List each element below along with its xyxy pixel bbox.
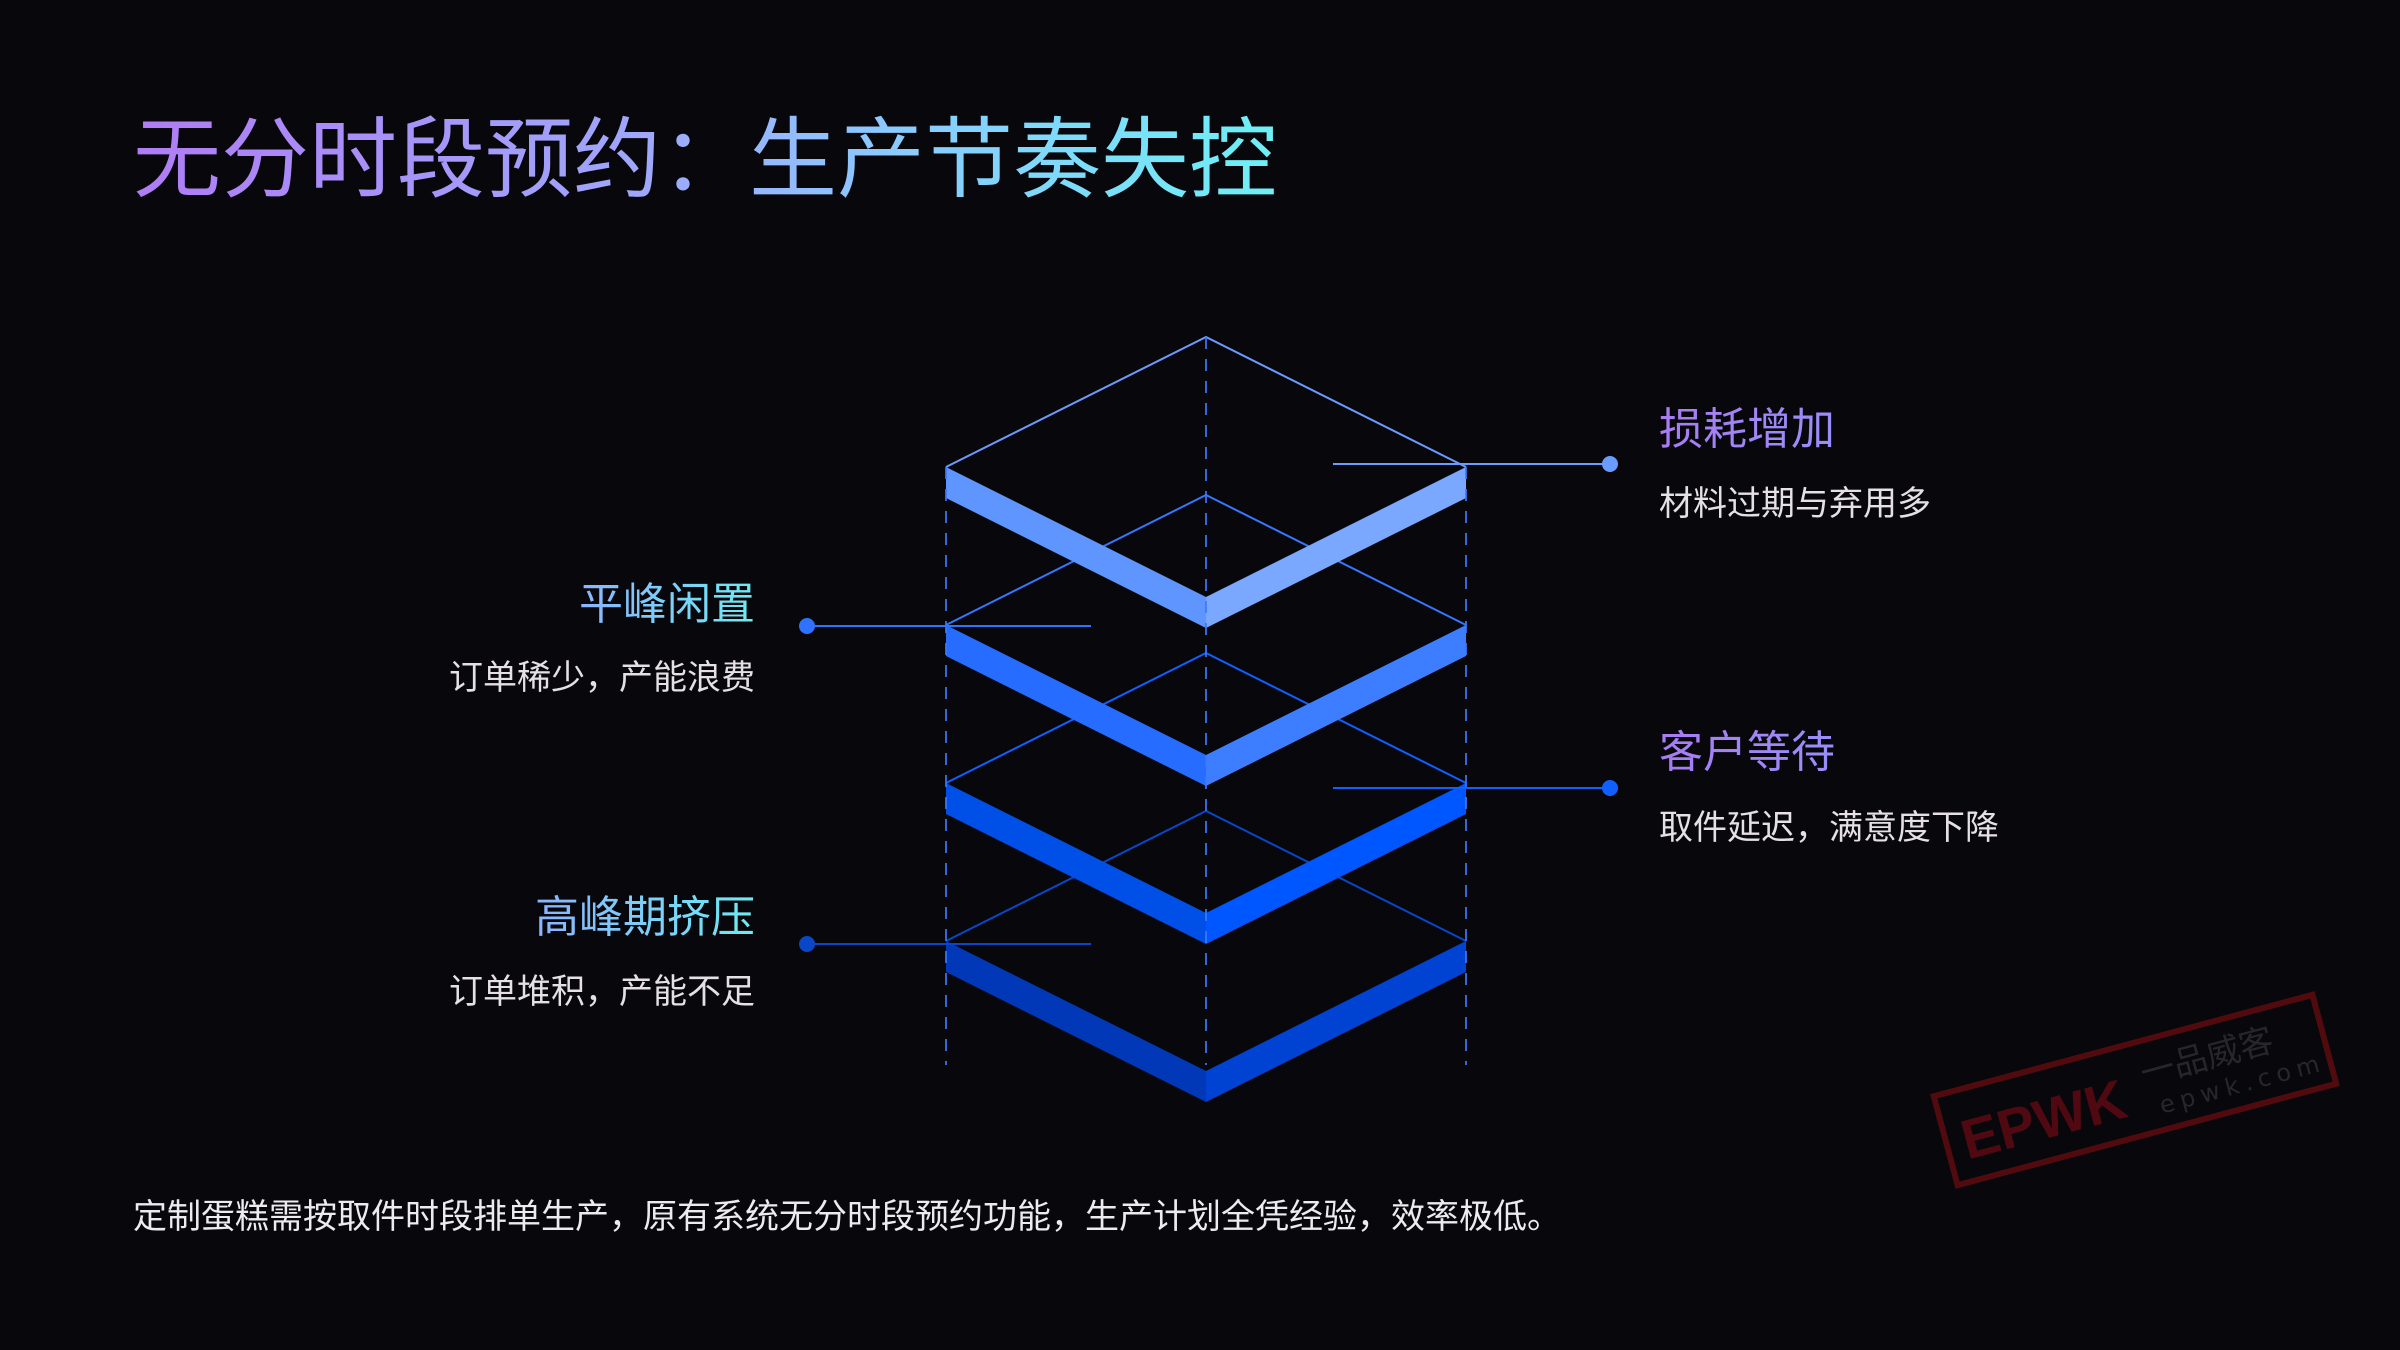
- layer-slab-right: [1206, 941, 1466, 1102]
- layer-slab-right: [1206, 467, 1466, 628]
- callout-desc-loss: 材料过期与弃用多: [1659, 484, 1931, 524]
- layer-slab-left: [946, 625, 1206, 786]
- callout-title-wait: 客户等待: [1659, 727, 1835, 778]
- watermark-logo: EPWK 一品威客 epwk.com: [1930, 991, 2340, 1189]
- callout-desc-offpeak: 订单稀少，产能浪费: [449, 658, 755, 698]
- callout-title-peak: 高峰期挤压: [535, 892, 755, 943]
- callout-title-offpeak: 平峰闲置: [579, 579, 755, 630]
- callout-desc-wait: 取件延迟，满意度下降: [1659, 808, 1999, 848]
- layer-slab-left: [946, 467, 1206, 628]
- callout-title-loss: 损耗增加: [1659, 404, 1835, 455]
- layer-slab-right: [1206, 625, 1466, 786]
- connector-dot: [1602, 780, 1618, 796]
- layer-slab-left: [946, 941, 1206, 1102]
- callout-desc-peak: 订单堆积，产能不足: [449, 972, 755, 1012]
- connector-dot: [799, 618, 815, 634]
- layer-slab-right: [1206, 783, 1466, 944]
- connector-dot: [799, 936, 815, 952]
- page-title: 无分时段预约：生产节奏失控: [133, 108, 1278, 211]
- footer-description: 定制蛋糕需按取件时段排单生产，原有系统无分时段预约功能，生产计划全凭经验，效率极…: [133, 1197, 1561, 1237]
- layer-slab-left: [946, 783, 1206, 944]
- connector-dot: [1602, 456, 1618, 472]
